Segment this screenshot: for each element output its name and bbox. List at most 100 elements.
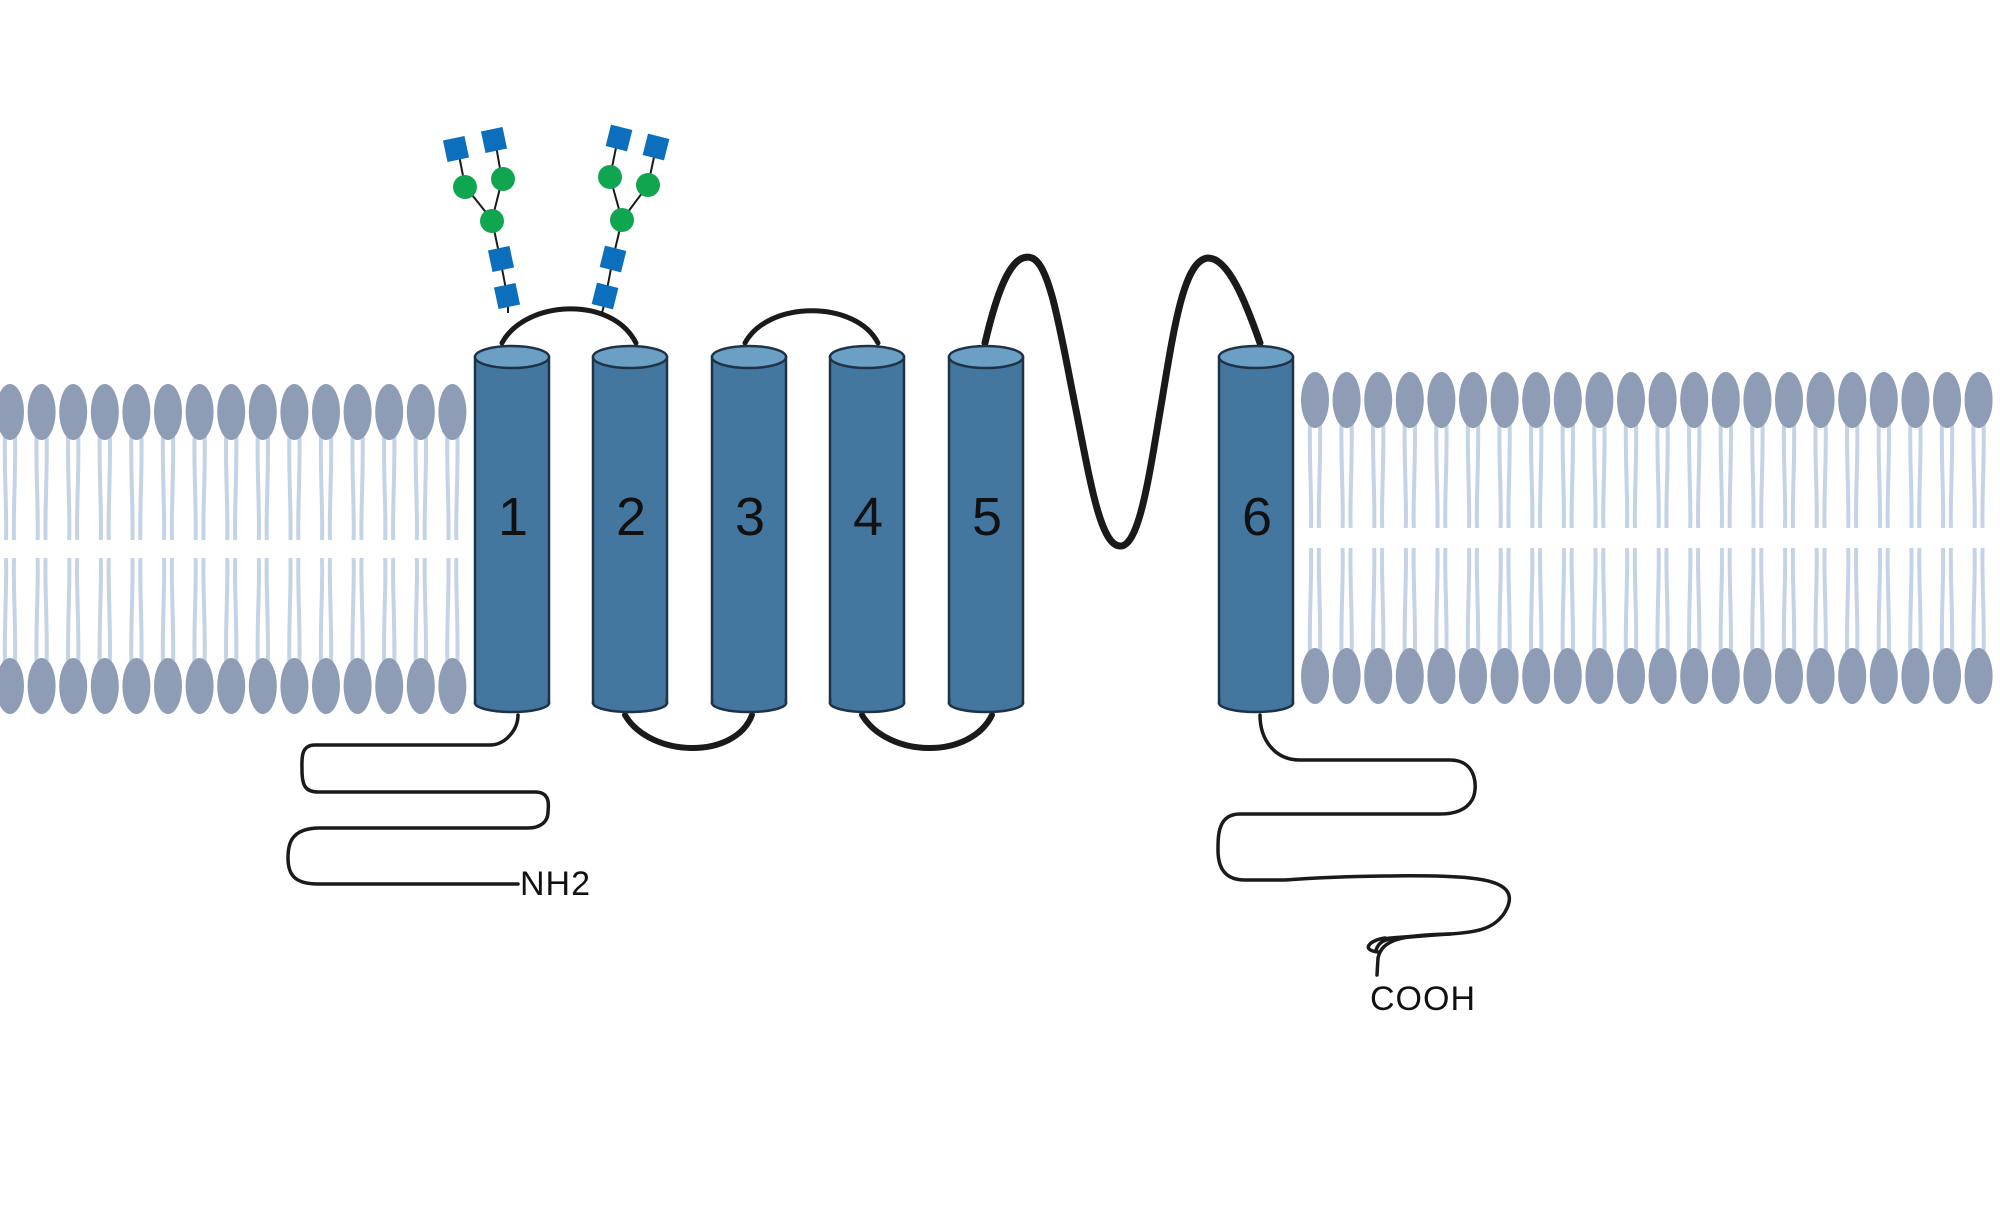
lipid-tail — [1434, 419, 1440, 529]
lipid-head — [1395, 372, 1424, 428]
lipid-tail — [1790, 419, 1797, 529]
lipid-tail — [1655, 419, 1661, 529]
glycan-circle-icon — [453, 175, 477, 199]
lipid-head — [1459, 372, 1487, 428]
lipid-tail — [287, 557, 293, 667]
lipid-head — [375, 658, 404, 714]
lipid-head — [1933, 648, 1961, 704]
helix-number-label: 1 — [498, 487, 528, 547]
lipid-tail — [224, 431, 230, 541]
lipid-bilayer-right — [1301, 372, 1993, 704]
lipid-head — [1648, 372, 1677, 428]
lipid-head — [1838, 648, 1867, 704]
lipid-head — [1332, 648, 1361, 704]
lipid-head — [248, 658, 277, 714]
lipid-tail — [1348, 547, 1354, 657]
lipid-head — [312, 384, 340, 440]
lipid-tail — [1569, 547, 1575, 657]
lipid-tail — [1696, 547, 1702, 657]
lipid-head — [1617, 648, 1645, 704]
helix-number-label: 6 — [1242, 487, 1272, 547]
lipid-tail — [1443, 419, 1449, 529]
lipid-tail — [11, 557, 18, 667]
helix-bottom-mask — [950, 689, 1022, 703]
lipid-head — [343, 658, 372, 714]
lipid-head — [1490, 648, 1519, 704]
lipid-tail — [296, 557, 302, 667]
lipid-tail — [422, 431, 428, 541]
lipid-tail — [1876, 547, 1882, 657]
lipid-head — [1806, 648, 1835, 704]
lipid-head — [1585, 648, 1614, 704]
glycan-circle-icon — [610, 208, 634, 232]
lipid-tail — [1380, 547, 1386, 657]
lipid-tail — [1632, 547, 1639, 657]
lipid-tail — [454, 557, 460, 667]
lipid-tail — [233, 431, 239, 541]
glycan-square-icon — [605, 124, 633, 152]
lipid-tail — [97, 557, 103, 667]
lipid-head — [217, 658, 246, 714]
lipid-tail — [75, 431, 81, 541]
helix-bottom-mask — [713, 689, 785, 703]
lipid-tail — [1971, 547, 1977, 657]
lipid-head — [1680, 372, 1709, 428]
lipid-tail — [413, 431, 419, 541]
lipid-tail — [1348, 419, 1354, 529]
loop-1-2 — [499, 306, 639, 346]
lipid-head — [1522, 648, 1551, 704]
lipid-tail — [233, 557, 239, 667]
lipid-tail — [106, 557, 112, 667]
loops — [499, 253, 1264, 751]
lipid-tail — [1917, 547, 1923, 657]
lipid-tail — [1908, 547, 1914, 657]
lipid-head — [1901, 372, 1930, 428]
n-terminal-tail — [286, 713, 551, 886]
loop-4-5 — [859, 712, 995, 751]
helix-5: 5 — [947, 344, 1025, 714]
lipid-head — [1901, 648, 1930, 704]
lipid-tail — [1371, 547, 1377, 657]
lipid-head — [312, 658, 340, 714]
lipid-head — [1743, 648, 1772, 704]
lipid-head — [1427, 648, 1456, 704]
lipid-head — [406, 384, 435, 440]
lipid-tail — [1696, 419, 1702, 529]
lipid-tail — [350, 557, 356, 667]
helix-cylinder — [828, 355, 906, 705]
helix-1: 1 — [473, 344, 551, 714]
lipid-tail — [1727, 547, 1733, 657]
lipid-tail — [1339, 547, 1345, 657]
lipid-tail — [1623, 419, 1630, 529]
lipid-tail — [1506, 419, 1512, 529]
lipid-tail — [445, 431, 451, 541]
lipid-tail — [1402, 547, 1408, 657]
lipid-tail — [1687, 419, 1693, 529]
lipid-tail — [1592, 419, 1598, 529]
lipid-tail — [1443, 547, 1449, 657]
lipid-head — [1427, 372, 1456, 428]
lipid-tail — [255, 431, 261, 541]
lipid-tail — [66, 557, 72, 667]
lipid-tail — [1411, 419, 1417, 529]
lipid-tail — [1718, 419, 1724, 529]
lipid-head — [0, 658, 24, 714]
lipid-tail — [1790, 547, 1797, 657]
lipid-tail — [1506, 547, 1512, 657]
lipid-tail — [1917, 419, 1923, 529]
c-terminal-tail — [1216, 713, 1512, 954]
glycan-circle-icon — [480, 209, 504, 233]
lipid-tail — [43, 431, 49, 541]
lipid-head — [406, 658, 435, 714]
lipid-tail — [169, 557, 176, 667]
lipid-tail — [1727, 419, 1733, 529]
lipid-tail — [359, 557, 365, 667]
helix-bottom-mask — [1220, 689, 1292, 703]
lipid-tail — [1380, 419, 1386, 529]
lipid-tail — [359, 431, 365, 541]
glycan-square-icon — [480, 126, 508, 154]
lipid-head — [375, 384, 404, 440]
glycan-square-icon — [487, 245, 515, 273]
